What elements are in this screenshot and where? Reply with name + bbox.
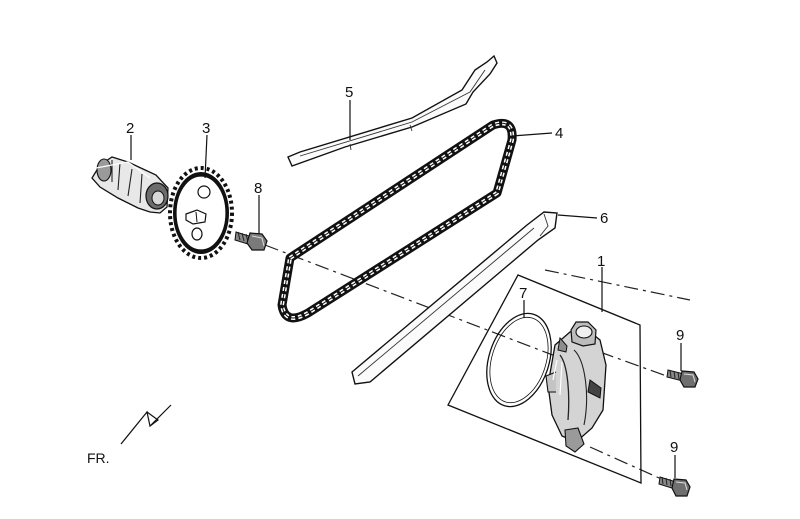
chain-guide-upper [287,54,498,167]
bolt-9-upper-axis-line [599,351,673,379]
callout-7: 7 [519,285,527,302]
chain-guide-lower [351,211,558,385]
callout-1: 1 [597,253,605,270]
tensioner-bolt-upper [666,369,699,388]
leader-line-3 [204,134,208,179]
front-arrow-icon [120,404,172,445]
callout-9-lower: 9 [670,439,678,456]
leader-line-6 [557,214,598,219]
tensioner-bolt-lower [658,476,691,497]
callout-8: 8 [254,180,262,197]
bolt-9-lower-axis-line [589,446,669,483]
front-direction-label: FR. [87,450,110,466]
tensioner-assembly [447,274,642,484]
tensioner-gasket [486,312,552,408]
cam-sprocket [168,166,234,260]
camshaft [91,156,169,214]
callout-5: 5 [345,84,353,101]
front-direction-indicator: FR. [87,404,172,466]
cam-chain [277,118,517,323]
leader-lines [130,100,682,478]
callout-3: 3 [202,120,210,137]
callout-2: 2 [126,120,134,137]
tensioner-body [545,321,607,453]
tensioner-assembly-frame [447,274,642,484]
callout-labels: 2 3 8 5 4 6 1 7 9 9 [126,84,684,456]
sprocket-bolt [234,231,268,251]
callout-6: 6 [600,210,608,227]
callout-9-upper: 9 [676,327,684,344]
leader-line-4 [511,132,553,137]
tensioner-top-axis-line [544,269,691,301]
callout-4: 4 [555,125,563,142]
